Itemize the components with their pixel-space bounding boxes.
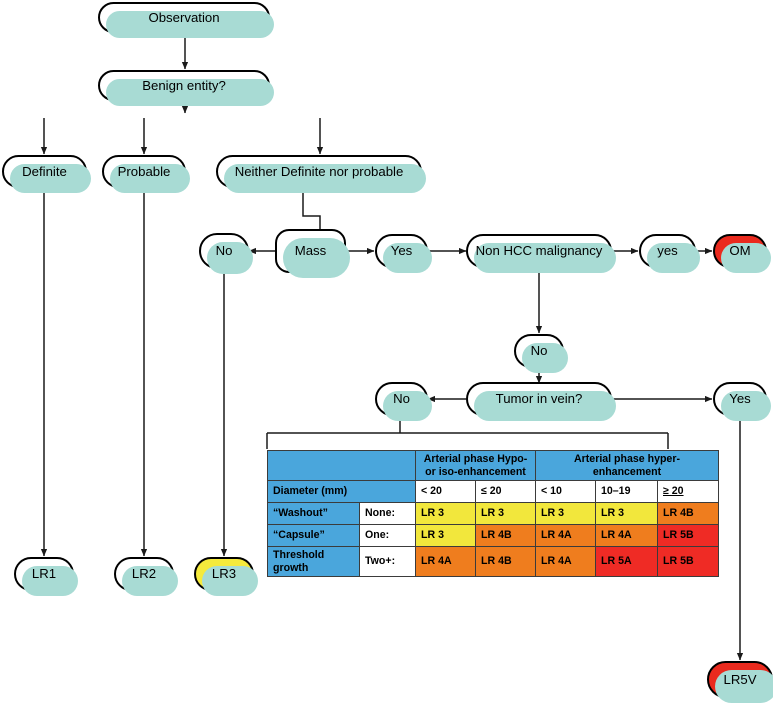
node-vein-yes-label: Yes xyxy=(729,391,751,407)
table-cell-2-2: LR 4A xyxy=(535,546,596,577)
node-non-hcc-no[interactable]: No xyxy=(514,334,568,373)
table-cell-0-1: LR 3 xyxy=(475,502,536,525)
node-definite-label: Definite xyxy=(22,163,67,179)
table-cell-feature-0: “Washout” xyxy=(267,502,360,525)
node-neither-definite-nor-probable-label: Neither Definite nor probable xyxy=(234,163,404,179)
node-tumor-in-vein[interactable]: Tumor in vein? xyxy=(466,382,616,421)
table-cell-diameter-1: ≤ 20 xyxy=(475,480,536,503)
node-lr3-label: LR3 xyxy=(211,566,237,582)
node-mass-no[interactable]: No xyxy=(199,233,253,274)
table-header-hypo-iso-label: Arterial phase Hypo- or iso-enhancement xyxy=(423,453,528,478)
table-cell-0-3: LR 3 xyxy=(595,502,658,525)
table-cell-2-1: LR 4B xyxy=(475,546,536,577)
node-tumor-in-vein-label: Tumor in vein? xyxy=(495,391,583,407)
table-cell-diameter-2: < 10 xyxy=(535,480,596,503)
table-cell-2-4: LR 5B xyxy=(657,546,719,577)
table-row: “Capsule” One: LR 3 LR 4B LR 4A LR 4A xyxy=(267,524,719,547)
node-vein-no-label: No xyxy=(393,391,410,407)
node-om-label: OM xyxy=(729,243,751,259)
table-cell-1-0: LR 3 xyxy=(415,524,476,547)
table-header-hypo-iso: Arterial phase Hypo- or iso-enhancement xyxy=(415,450,536,481)
node-probable-label: Probable xyxy=(117,163,171,179)
table-header-blank xyxy=(267,450,416,481)
table-cell-1-3: LR 4A xyxy=(595,524,658,547)
table-cell-count-2: Two+: xyxy=(359,546,416,577)
node-non-hcc-yes[interactable]: yes xyxy=(639,234,700,273)
node-lr2-label: LR2 xyxy=(131,566,157,582)
node-mass-yes[interactable]: Yes xyxy=(375,234,432,273)
table-row: “Washout” None: LR 3 LR 3 LR 3 LR 3 xyxy=(267,502,719,525)
table-header-hyper: Arterial phase hyper-enhancement xyxy=(535,450,719,481)
table-cell-count-0: None: xyxy=(359,502,416,525)
table-cell-feature-2: Threshold growth xyxy=(267,546,360,577)
table-cell-0-4: LR 4B xyxy=(657,502,719,525)
node-mass-no-label: No xyxy=(215,243,233,259)
table-row: Threshold growth Two+: LR 4A LR 4B LR 4A… xyxy=(267,546,719,577)
node-non-hcc-malignancy-label: Non HCC malignancy xyxy=(475,243,603,259)
table-cell-diameter-4: ≥ 20 xyxy=(657,480,719,503)
table-cell-diameter-0: < 20 xyxy=(415,480,476,503)
node-lr5v[interactable]: LR5V xyxy=(707,661,773,703)
table-cell-2-0: LR 4A xyxy=(415,546,476,577)
node-observation[interactable]: Observation xyxy=(98,2,274,38)
node-vein-yes[interactable]: Yes xyxy=(713,382,771,421)
node-lr3[interactable]: LR3 xyxy=(194,557,258,596)
node-mass[interactable]: Mass xyxy=(275,229,350,278)
node-neither-definite-nor-probable[interactable]: Neither Definite nor probable xyxy=(216,155,426,193)
table-cell-count-1: One: xyxy=(359,524,416,547)
node-lr1-label: LR1 xyxy=(31,566,57,582)
lirads-category-table: Arterial phase Hypo- or iso-enhancement … xyxy=(267,450,719,577)
diameter-label: Diameter (mm) xyxy=(273,485,348,498)
node-observation-label: Observation xyxy=(148,9,220,25)
table-cell-1-2: LR 4A xyxy=(535,524,596,547)
table-row-group-headers: Arterial phase Hypo- or iso-enhancement … xyxy=(267,450,719,481)
table-cell-feature-1: “Capsule” xyxy=(267,524,360,547)
node-non-hcc-yes-label: yes xyxy=(657,243,678,259)
table-cell-0-0: LR 3 xyxy=(415,502,476,525)
node-benign-entity-label: Benign entity? xyxy=(142,77,226,93)
node-mass-label: Mass xyxy=(294,243,327,259)
table-cell-1-4: LR 5B xyxy=(657,524,719,547)
node-vein-no[interactable]: No xyxy=(375,382,432,421)
node-lr1[interactable]: LR1 xyxy=(14,557,78,596)
node-lr2[interactable]: LR2 xyxy=(114,557,178,596)
node-om[interactable]: OM xyxy=(713,234,771,273)
table-cell-diameter-3: 10–19 xyxy=(595,480,658,503)
node-lr5v-label: LR5V xyxy=(723,671,757,687)
table-row-diameter: Diameter (mm) < 20 ≤ 20 < 10 10–19 ≥ 20 xyxy=(267,480,719,503)
table-cell-0-2: LR 3 xyxy=(535,502,596,525)
node-benign-entity[interactable]: Benign entity? xyxy=(98,70,274,106)
node-mass-yes-label: Yes xyxy=(390,243,413,259)
node-definite[interactable]: Definite xyxy=(2,155,91,193)
table-cell-2-3: LR 5A xyxy=(595,546,658,577)
node-non-hcc-no-label: No xyxy=(530,343,548,359)
table-cell-1-1: LR 4B xyxy=(475,524,536,547)
node-probable[interactable]: Probable xyxy=(102,155,190,193)
table-header-hyper-label: Arterial phase hyper-enhancement xyxy=(574,453,680,478)
table-cell-diameter-label: Diameter (mm) xyxy=(267,480,416,503)
node-non-hcc-malignancy[interactable]: Non HCC malignancy xyxy=(466,234,616,273)
